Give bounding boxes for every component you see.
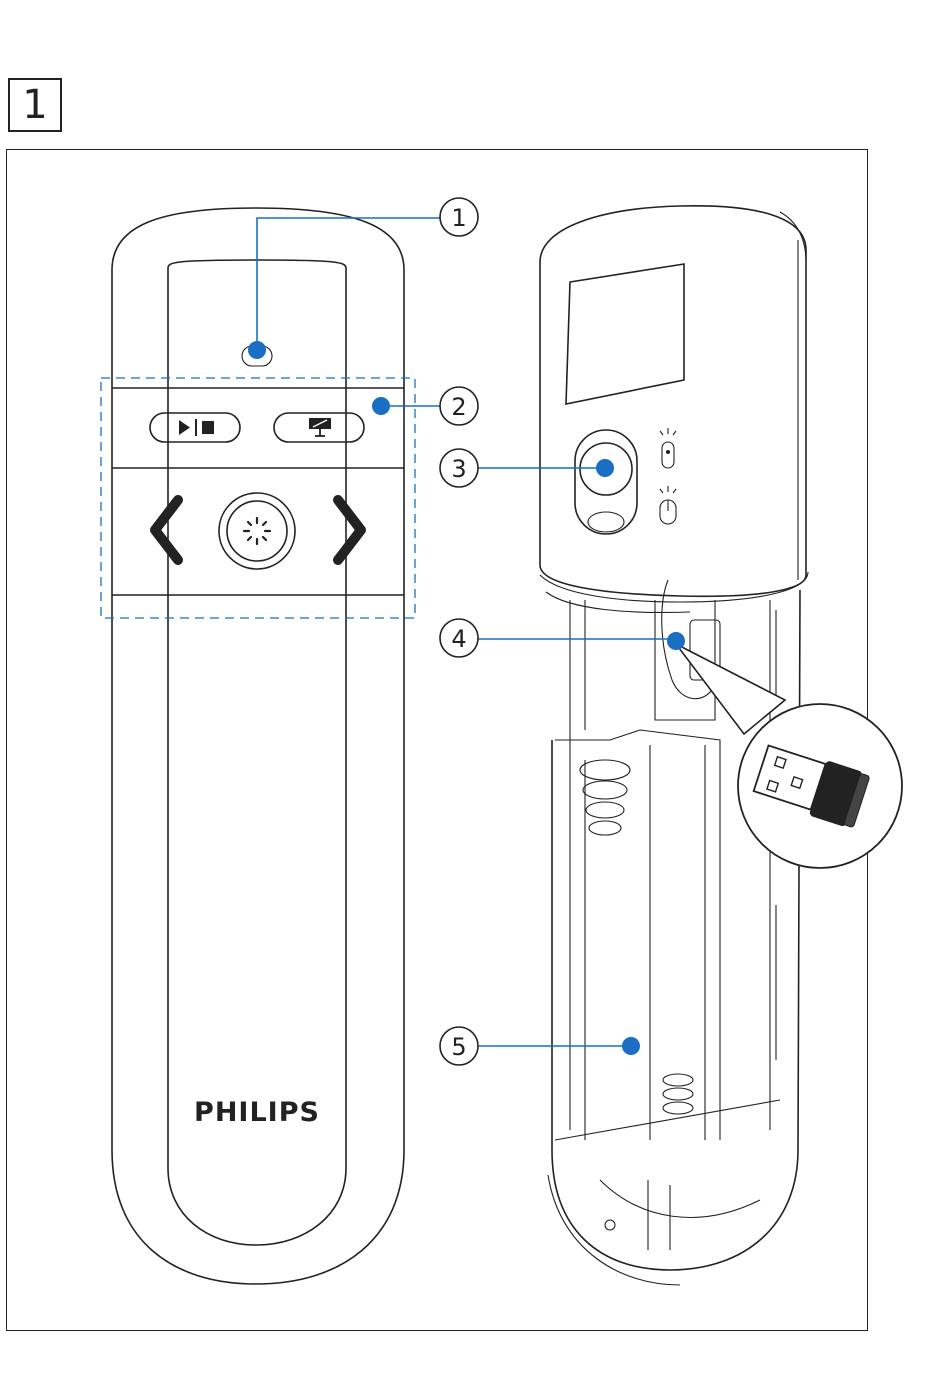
callout-2: 2 [372, 387, 478, 425]
callout-5: 5 [440, 1027, 640, 1065]
remote-back-view [540, 206, 902, 1285]
laser-mode-icon [660, 428, 676, 468]
battery-spring-bottom [663, 1074, 693, 1114]
callout-1: 1 [248, 198, 478, 359]
callout-label-1: 1 [451, 204, 466, 232]
callout-label-3: 3 [451, 455, 466, 483]
callout-label-4: 4 [451, 625, 466, 653]
presentation-screen-icon [309, 418, 331, 436]
callout-label-2: 2 [451, 393, 466, 421]
play-stop-icon [179, 419, 214, 436]
button-area-highlight [101, 378, 415, 618]
mouse-mode-icon [660, 486, 676, 524]
callout-3: 3 [440, 449, 614, 487]
chevron-right-icon[interactable] [338, 500, 361, 560]
sensor-window [566, 264, 684, 404]
callout-4: 4 [440, 619, 685, 657]
remote-front-view: PHILIPS [101, 208, 415, 1284]
laser-pointer-icon [244, 518, 270, 544]
callout-label-5: 5 [451, 1033, 466, 1061]
laser-button[interactable] [219, 493, 295, 569]
chevron-left-icon[interactable] [155, 500, 178, 560]
battery-spring [580, 760, 630, 835]
brand-logo: PHILIPS [194, 1097, 320, 1128]
